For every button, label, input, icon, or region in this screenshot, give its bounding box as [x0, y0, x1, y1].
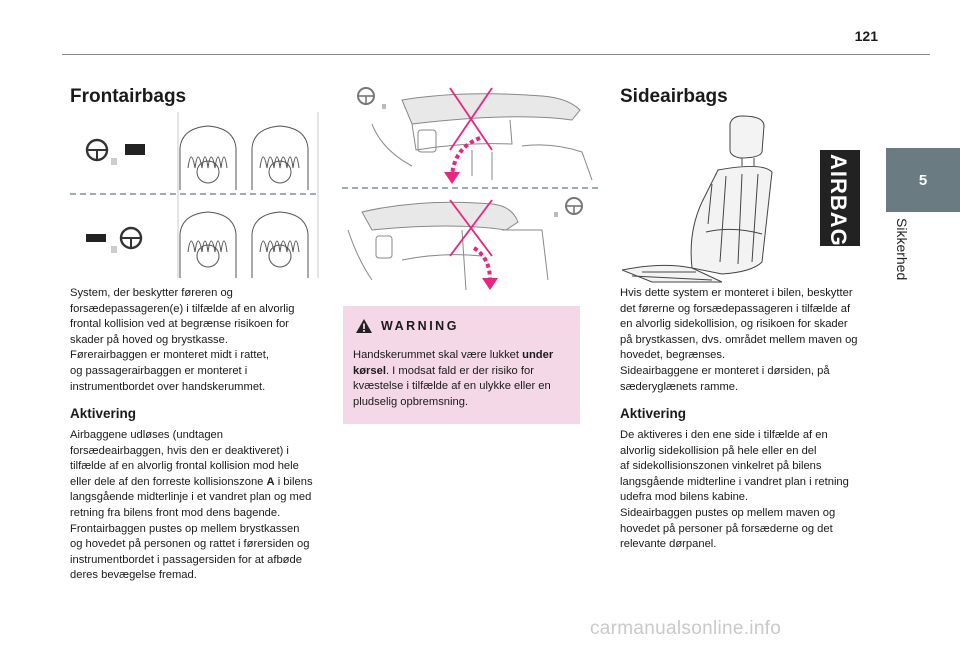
text-line: på brystkassen, dvs. området mellem mave… — [620, 333, 858, 346]
activation-heading-front: Aktivering — [70, 406, 137, 421]
airbag-label-text: AIRBAG — [826, 154, 851, 247]
text-line-with-bold: eller dele af den forreste kollisionszon… — [70, 475, 313, 488]
bold-run: kørsel — [353, 364, 386, 377]
text-line: Airbaggene udløses (undtagen — [70, 429, 224, 441]
warning-box: WARNING Handskerummet skal være lukket u… — [343, 306, 580, 424]
text-line: instrumentbordet i passagersiden for at … — [70, 553, 302, 566]
bold-run: under — [522, 349, 554, 361]
chapter-tab[interactable]: 5 — [886, 148, 960, 212]
frontairbag-diagram — [70, 110, 322, 280]
text-line: alvorlig sidekollision på hele eller en … — [620, 444, 817, 457]
text-line: deres bevægelse fremad. — [70, 569, 197, 582]
text-line: Sideairbaggene er monteret i dørsiden, p… — [620, 364, 830, 377]
text-run: . I modsat fald er der risiko for — [385, 364, 534, 377]
text-line: Handskerummet skal være lukket under — [353, 348, 575, 364]
text-line: udefra mod bilens kabine. — [620, 491, 749, 504]
text-line: Sideairbaggen pustes op mellem maven og — [620, 506, 836, 519]
text-line: skader på hoved og brystkasse. — [70, 333, 228, 346]
text-line: forsædeairbaggen, hvis den er deaktivere… — [70, 444, 289, 457]
text-line: pludselig opbremsning. — [353, 395, 469, 408]
steering-wheel-icon — [565, 197, 583, 215]
head-silhouette-icon — [179, 211, 309, 278]
text-line: hovedet på personer på forsæderne og det — [620, 522, 833, 535]
text-line: langsgående midterline i vandret plan i … — [620, 475, 849, 488]
watermark: carmanualsonline.info — [590, 618, 782, 639]
glovebox-diagram — [342, 80, 600, 298]
dashboard-icon — [371, 93, 593, 181]
frontairbags-title: Frontairbags — [70, 86, 187, 107]
warning-header: WARNING — [355, 318, 459, 334]
chapter-label-text: Sikkerhed — [894, 218, 910, 281]
text-line: det førerne og forsædepassageren i tilfæ… — [620, 302, 851, 315]
warning-body: Handskerummet skal være lukket under kør… — [353, 348, 575, 410]
header-rule — [62, 54, 930, 55]
text-line: og passagerairbaggen er monteret i — [70, 364, 248, 377]
text-line: langsgående midterlinje i et vandret pla… — [70, 491, 312, 504]
steering-wheel-icon — [357, 87, 375, 105]
chapter-label: Sikkerhed — [876, 218, 936, 308]
steering-wheel-icon — [85, 138, 109, 162]
text-line: De aktiveres i den ene side i tilfælde a… — [620, 429, 828, 441]
sideairbags-activation: De aktiveres i den ene side i tilfælde a… — [620, 428, 882, 553]
text-line: kvæstelse i tilfælde af en ulykke eller … — [353, 380, 551, 393]
text-line: hovedet, begrænses. — [620, 349, 726, 362]
head-silhouette-icon — [179, 125, 309, 190]
dashboard-icon — [347, 201, 549, 291]
page-number: 121 — [854, 28, 878, 44]
text-line: Førerairbaggen er monteret midt i rattet… — [70, 349, 269, 362]
text-line: System, der beskytter føreren og — [70, 287, 233, 299]
text-line: tilfælde af en alvorlig frontal kollisio… — [70, 460, 299, 473]
text-line: en alvorlig sidekollision, og risikoen f… — [620, 318, 848, 331]
text-line: Frontairbaggen pustes op mellem brystkas… — [70, 522, 300, 535]
frontairbags-activation: Airbaggene udløses (undtagen forsædeairb… — [70, 428, 332, 584]
warning-title: WARNING — [381, 319, 459, 333]
airbag-label-icon: AIRBAG — [820, 150, 860, 247]
text-line: kørsel. I modsat fald er der risiko for — [353, 364, 575, 380]
activation-heading-side: Aktivering — [620, 406, 687, 421]
warning-triangle-icon — [356, 319, 372, 333]
seat-icon — [622, 115, 773, 283]
text-line: og hovedet på personen og rattet i fører… — [70, 538, 310, 551]
chapter-number: 5 — [918, 171, 928, 189]
frontairbags-intro: System, der beskytter føreren og forsæde… — [70, 286, 332, 395]
text-line: forsædepassageren(e) i tilfælde af en al… — [70, 302, 295, 315]
sideairbag-diagram: AIRBAG — [622, 112, 864, 284]
text-line: retning fra bilens front mod dens bagend… — [70, 506, 281, 519]
sideairbags-intro: Hvis dette system er monteret i bilen, b… — [620, 286, 882, 395]
text-line: af sidekollisionszonen vinkelret på bile… — [620, 460, 822, 473]
text-line: sæderyglænets ramme. — [620, 380, 739, 393]
text-line: frontal kollision ved at begrænse risiko… — [70, 318, 289, 331]
text-line: instrumentbordet over handskerummet. — [70, 380, 266, 393]
text-line: Hvis dette system er monteret i bilen, b… — [620, 287, 853, 299]
text-run: Handskerummet skal være lukket — [353, 349, 523, 361]
steering-wheel-icon — [119, 226, 143, 250]
text-line: relevante dørpanel. — [620, 538, 717, 551]
sideairbags-title: Sideairbags — [620, 86, 728, 107]
